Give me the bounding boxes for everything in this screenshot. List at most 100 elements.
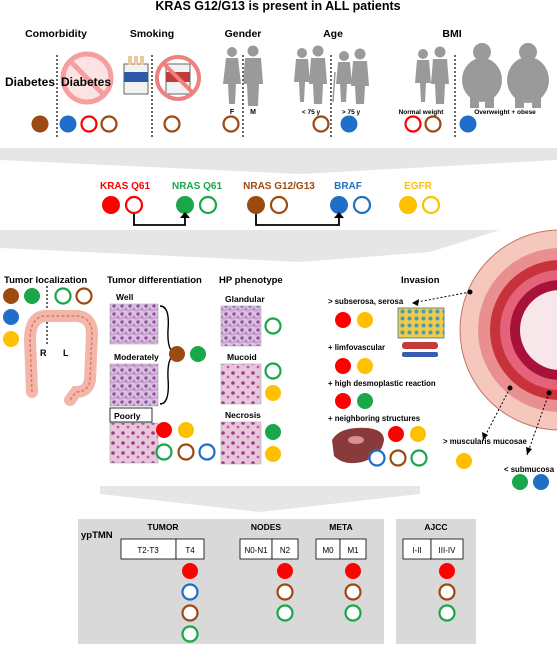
m1-markers — [344, 563, 362, 622]
t2t3-label: T2-T3 — [137, 546, 159, 555]
divider-band — [0, 148, 557, 174]
neighboring-marker-green-ring — [410, 449, 428, 467]
male-figure-icon — [243, 45, 263, 106]
cigarette-pack-icon — [123, 56, 149, 95]
neighboring-marker-brown-ring — [389, 449, 407, 467]
iii-iv-cell — [430, 538, 464, 560]
iii-iv-label: III-IV — [439, 546, 457, 555]
age-young-label: < 75 y — [302, 109, 321, 116]
marker-brown-ring — [100, 115, 118, 133]
invasion-pointers — [411, 289, 552, 456]
t4-label: T4 — [185, 546, 195, 555]
mucoid-marker — [264, 362, 282, 380]
no-diabetes-icon — [60, 51, 114, 105]
poorly-markers — [155, 422, 216, 461]
young-adults-icon — [294, 45, 327, 104]
nras-q61-filled — [176, 196, 194, 214]
well-label: Well — [116, 292, 133, 302]
kras-q61-label: KRAS Q61 — [100, 181, 150, 192]
necrosis-marker — [265, 446, 281, 462]
submucosa-marker-green — [512, 474, 528, 490]
neighboring-marker-red — [388, 426, 404, 442]
tumor-header: TUMOR — [147, 522, 178, 532]
top-markers — [31, 115, 477, 133]
n2-cell — [271, 538, 299, 560]
necrosis-histology-image — [220, 421, 262, 465]
arrowhead — [334, 212, 344, 218]
nras-g12-label: NRAS G12/G13 — [243, 181, 315, 192]
top-headers: Comorbidity Smoking Gender Age BMI — [25, 28, 462, 40]
invasion-muscularis-label: > muscularis mucosae — [443, 437, 528, 446]
marker-brown — [31, 115, 49, 133]
marker-brown-ring — [312, 115, 330, 133]
diabetes-yes-label: Diabetes — [5, 75, 55, 89]
invasion-title: Invasion — [401, 275, 440, 286]
marker-blue — [340, 115, 358, 133]
n2-markers — [276, 563, 294, 622]
n0n1-label: N0-N1 — [244, 546, 268, 555]
overweight-icon — [462, 43, 549, 108]
colon-icon — [23, 310, 99, 406]
moderately-histology-image — [109, 363, 159, 407]
egfr-ring — [421, 195, 441, 215]
egfr-filled — [399, 196, 417, 214]
t4-cell — [175, 538, 205, 560]
invasion-desmoplastic-label: + high desmoplastic reaction — [328, 379, 436, 388]
iii-iv-markers — [438, 563, 456, 622]
arrowhead — [180, 212, 190, 218]
limfovascular-marker-red — [335, 358, 351, 374]
poorly-label-box — [109, 407, 153, 423]
desmoplastic-marker-red — [335, 393, 351, 409]
neighboring-marker-yellow — [410, 426, 426, 442]
age-old-label: > 75 y — [342, 109, 361, 116]
m1-label: M1 — [347, 546, 359, 555]
mucoid-histology-image — [220, 363, 262, 405]
tumor-localization-title: Tumor localization — [4, 275, 87, 286]
gender-label: Gender — [225, 28, 262, 40]
marker-brown-ring — [163, 115, 181, 133]
desmoplastic-marker-green — [357, 393, 373, 409]
smoking-label: Smoking — [130, 28, 174, 40]
divider-band — [100, 486, 420, 512]
muscularis-marker-yellow — [456, 453, 472, 469]
limfovascular-marker-yellow — [357, 358, 373, 374]
moderately-label: Moderately — [114, 352, 159, 362]
page-title: KRAS G12/G13 is present in ALL patients — [155, 0, 400, 13]
connector-arrow — [255, 214, 340, 226]
localization-markers — [3, 287, 93, 347]
egfr-label: EGFR — [404, 181, 433, 192]
age-label: Age — [323, 28, 343, 40]
connector-arrow — [133, 214, 186, 226]
invasion-subserosa-label: > subserosa, serosa — [328, 297, 404, 306]
yptmn-label: ypTMN — [81, 530, 113, 541]
bmi-over-label: Overweight + obese — [474, 109, 536, 116]
poorly-histology-image — [109, 422, 159, 464]
nras-q61-label: NRAS Q61 — [172, 181, 222, 192]
marker-blue — [59, 115, 77, 133]
colon-wall-icon — [459, 229, 557, 431]
bmi-label: BMI — [442, 28, 461, 40]
ajcc-panel — [396, 519, 476, 644]
nras-g12-filled — [247, 196, 265, 214]
invasion-neighboring-label: + neighboring structures — [328, 414, 421, 423]
t4-markers — [181, 563, 199, 643]
invasion-limfovascular-label: + limfovascular — [328, 343, 385, 352]
glandular-label: Glandular — [225, 294, 265, 304]
braf-ring — [352, 195, 372, 215]
glandular-marker — [264, 317, 282, 335]
comorbidity-label: Comorbidity — [25, 28, 87, 40]
marker-blue — [459, 115, 477, 133]
necrosis-label: Necrosis — [225, 410, 261, 420]
mutations-row: KRAS Q61 NRAS Q61 NRAS G12/G13 BRAF EGFR — [100, 181, 441, 226]
submucosa-marker-blue — [533, 474, 549, 490]
m0-label: M0 — [322, 546, 334, 555]
meta-header: META — [329, 522, 352, 532]
diabetes-no-label: Diabetes — [61, 75, 111, 89]
invasion-submucosa-label: < submucosa — [504, 465, 555, 474]
subserosa-marker-red — [335, 312, 351, 328]
m1-cell — [339, 538, 367, 560]
yptmn-panel — [78, 519, 384, 644]
colon-right-label: R — [40, 348, 47, 358]
gender-f-label: F — [230, 109, 235, 116]
